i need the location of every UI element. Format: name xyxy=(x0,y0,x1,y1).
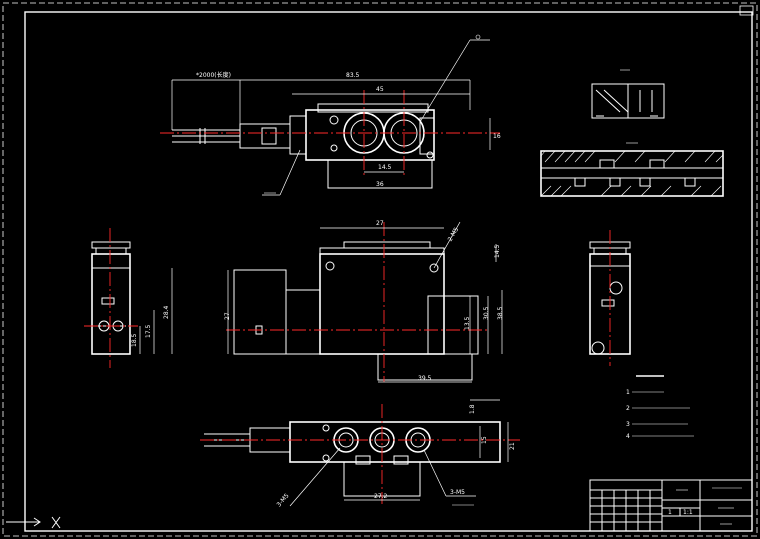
ucs-icon xyxy=(6,516,61,529)
dim-body-width: 36 xyxy=(376,181,384,188)
top-view: *2000(长度) 83.5 45 16 14.5 36 xyxy=(160,34,501,196)
dim-height: 16 xyxy=(493,133,501,140)
valve-symbol xyxy=(591,69,665,119)
title-block: 1:1 1 xyxy=(589,479,753,532)
front-view: 27 14.5 13.5 30.5 38.5 27 39.5 2-M5 xyxy=(224,220,504,383)
right-side-view xyxy=(589,230,631,366)
front-dim-angle: 2-M5 xyxy=(447,226,461,243)
dim-width-45: 45 xyxy=(376,86,384,93)
front-dim-r1: 13.5 xyxy=(464,316,471,330)
left-side-view: 18.5 17.5 28.4 xyxy=(84,228,173,368)
side-dim-1: 18.5 xyxy=(131,333,138,347)
technical-notes: 1 2 3 4 xyxy=(626,375,694,440)
section-view xyxy=(540,142,724,197)
bottom-dim-ang2: 3-M5 xyxy=(450,489,465,496)
front-dim-h1: 30.5 xyxy=(483,306,490,320)
front-dim-left-h: 27 xyxy=(224,312,231,320)
dim-overall-length: 83.5 xyxy=(346,72,360,79)
side-dim-3: 28.4 xyxy=(163,305,170,319)
side-dim-2: 17.5 xyxy=(145,324,152,338)
front-dim-h2: 38.5 xyxy=(497,306,504,320)
note-number-3: 3 xyxy=(626,421,630,428)
bottom-dim-h1: 1.8 xyxy=(469,404,476,414)
note-number-1: 1 xyxy=(626,389,630,396)
bottom-dim-h3: 21 xyxy=(509,442,516,450)
dim-pitch: 14.5 xyxy=(378,164,392,171)
front-dim-right-h: 14.5 xyxy=(494,244,501,258)
bottom-dim-w: 27.2 xyxy=(374,493,388,500)
leader-label-top xyxy=(475,34,481,40)
note-number-4: 4 xyxy=(626,433,630,440)
front-dim-top: 27 xyxy=(376,220,384,227)
corner-mark xyxy=(739,5,754,16)
note-number-2: 2 xyxy=(626,405,630,412)
bottom-dim-h2: 15 xyxy=(481,436,488,444)
bottom-view: 27.2 1.8 15 21 3-M5 3-M5 xyxy=(200,399,520,508)
title-block-qty: 1 xyxy=(668,509,672,516)
bottom-dim-ang1: 3-M5 xyxy=(276,492,291,508)
front-dim-bottom: 39.5 xyxy=(418,375,432,382)
title-block-scale: 1:1 xyxy=(683,509,693,516)
dim-cable-length: *2000(长度) xyxy=(196,71,231,79)
inner-frame xyxy=(24,11,753,532)
